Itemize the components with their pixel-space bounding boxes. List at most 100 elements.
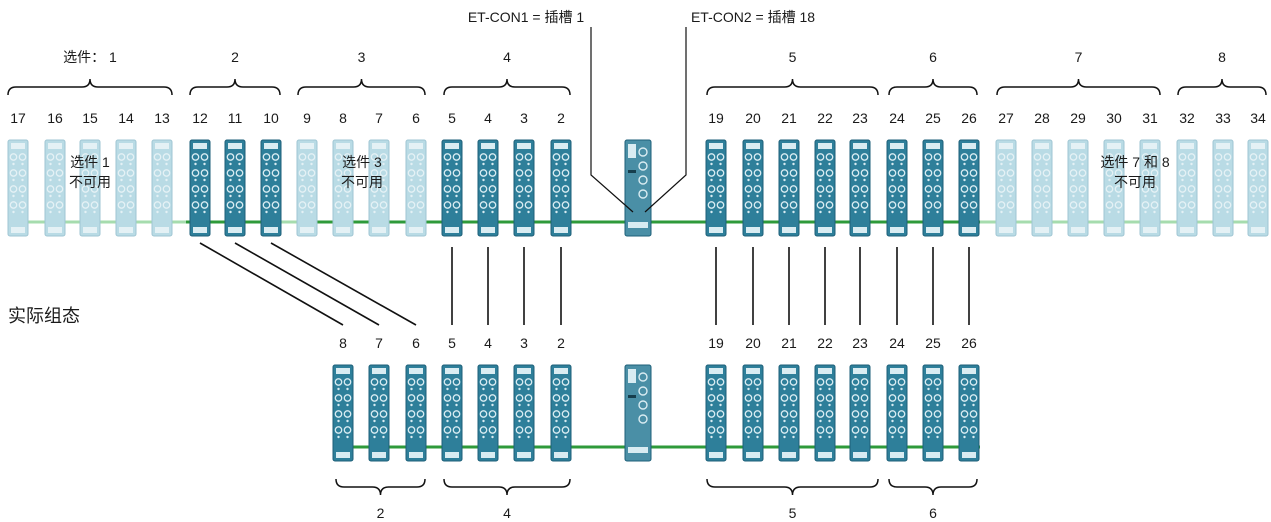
- option78-unavailable-line2: 不可用: [1114, 174, 1156, 190]
- top-option-brace-5: [706, 78, 879, 96]
- top-slot-label: 31: [1142, 110, 1158, 126]
- top-module-slot-28: [1031, 139, 1053, 237]
- top-module-slot-17: [7, 139, 29, 237]
- bottom-module-slot-25: [922, 364, 944, 462]
- top-module-slot-23: [849, 139, 871, 237]
- bottom-module-slot-3: [513, 364, 535, 462]
- top-option-label: 选件： 1: [63, 49, 117, 65]
- top-module-slot-32: [1176, 139, 1198, 237]
- top-slot-label: 4: [484, 110, 492, 126]
- interface-pointers: [590, 27, 687, 213]
- bottom-slot-label: 7: [375, 335, 383, 351]
- top-module-slot-26: [958, 139, 980, 237]
- bottom-module-slot-24: [886, 364, 908, 462]
- bottom-slot-label: 3: [520, 335, 528, 351]
- top-slot-label: 16: [47, 110, 63, 126]
- top-module-slot-6: [405, 139, 427, 237]
- top-module-slot-11: [224, 139, 246, 237]
- top-slot-label: 2: [557, 110, 565, 126]
- top-module-slot-29: [1067, 139, 1089, 237]
- mapping-line-diagonal: [234, 242, 380, 326]
- top-slot-label: 17: [10, 110, 26, 126]
- top-slot-label: 34: [1250, 110, 1266, 126]
- top-module-slot-25: [922, 139, 944, 237]
- bottom-slot-label: 8: [339, 335, 347, 351]
- top-slot-label: 19: [708, 110, 724, 126]
- top-option-label: 5: [789, 49, 797, 65]
- top-slot-label: 32: [1179, 110, 1195, 126]
- mapping-line-diagonal: [199, 242, 344, 326]
- bottom-option-brace-1: [335, 478, 426, 496]
- top-module-slot-9: [296, 139, 318, 237]
- top-option-brace-3: [297, 78, 426, 96]
- top-module-slot-16: [44, 139, 66, 237]
- bottom-slot-label: 25: [925, 335, 941, 351]
- top-module-slot-8: [332, 139, 354, 237]
- top-slot-label: 11: [228, 110, 243, 126]
- bottom-option-label: 6: [929, 505, 937, 521]
- top-module-slot-3: [513, 139, 535, 237]
- bottom-slot-label: 2: [557, 335, 565, 351]
- top-module-slot-34: [1247, 139, 1269, 237]
- option1-unavailable-line1: 选件 1: [70, 154, 110, 170]
- top-module-slot-7: [368, 139, 390, 237]
- bottom-option-brace-4: [888, 478, 978, 496]
- top-module-slot-24: [886, 139, 908, 237]
- top-option-label: 2: [231, 49, 239, 65]
- top-module-row: [7, 139, 1269, 237]
- top-module-slot-15: [79, 139, 101, 237]
- bottom-slot-label: 23: [852, 335, 868, 351]
- top-option-brace-6: [888, 78, 978, 96]
- option78-unavailable-line1: 选件 7 和 8: [1100, 154, 1169, 170]
- top-slot-label: 9: [303, 110, 311, 126]
- top-slot-label: 28: [1034, 110, 1050, 126]
- top-option-label: 6: [929, 49, 937, 65]
- top-slot-label: 30: [1106, 110, 1122, 126]
- interface-module-top: [624, 139, 652, 237]
- bottom-slot-label: 6: [412, 335, 420, 351]
- top-slot-label: 6: [412, 110, 420, 126]
- bottom-module-slot-7: [368, 364, 390, 462]
- top-slot-label: 25: [925, 110, 941, 126]
- top-module-slot-19: [705, 139, 727, 237]
- top-slot-label: 12: [192, 110, 208, 126]
- bottom-slot-label: 26: [961, 335, 977, 351]
- bottom-slot-label: 5: [448, 335, 456, 351]
- top-slot-label: 5: [448, 110, 456, 126]
- top-slot-label: 24: [889, 110, 905, 126]
- bottom-slot-label: 21: [781, 335, 797, 351]
- bottom-module-slot-23: [849, 364, 871, 462]
- bottom-module-slot-2: [550, 364, 572, 462]
- bottom-module-slot-8: [332, 364, 354, 462]
- bottom-option-brace-2: [443, 478, 571, 496]
- mapping-lines: [199, 242, 970, 326]
- bottom-option-label: 4: [503, 505, 511, 521]
- top-slot-label: 20: [745, 110, 761, 126]
- bottom-module-slot-22: [814, 364, 836, 462]
- option1-unavailable-line2: 不可用: [69, 174, 111, 190]
- top-option-label: 8: [1218, 49, 1226, 65]
- option3-unavailable-line2: 不可用: [341, 174, 383, 190]
- top-option-brace-4: [443, 78, 571, 96]
- bottom-module-slot-4: [477, 364, 499, 462]
- bottom-module-slot-20: [742, 364, 764, 462]
- top-slot-label: 10: [263, 110, 279, 126]
- top-slot-label: 7: [375, 110, 383, 126]
- top-slot-label: 3: [520, 110, 528, 126]
- top-module-slot-30: [1103, 139, 1125, 237]
- top-option-brace-2: [189, 78, 281, 96]
- top-option-label: 3: [358, 49, 366, 65]
- mapping-line-diagonal: [270, 242, 417, 326]
- top-module-slot-31: [1139, 139, 1161, 237]
- bottom-slot-label: 4: [484, 335, 492, 351]
- top-module-slot-21: [778, 139, 800, 237]
- top-module-slot-14: [115, 139, 137, 237]
- top-slot-label: 13: [154, 110, 170, 126]
- bottom-option-brace-3: [706, 478, 879, 496]
- top-slot-label: 15: [82, 110, 98, 126]
